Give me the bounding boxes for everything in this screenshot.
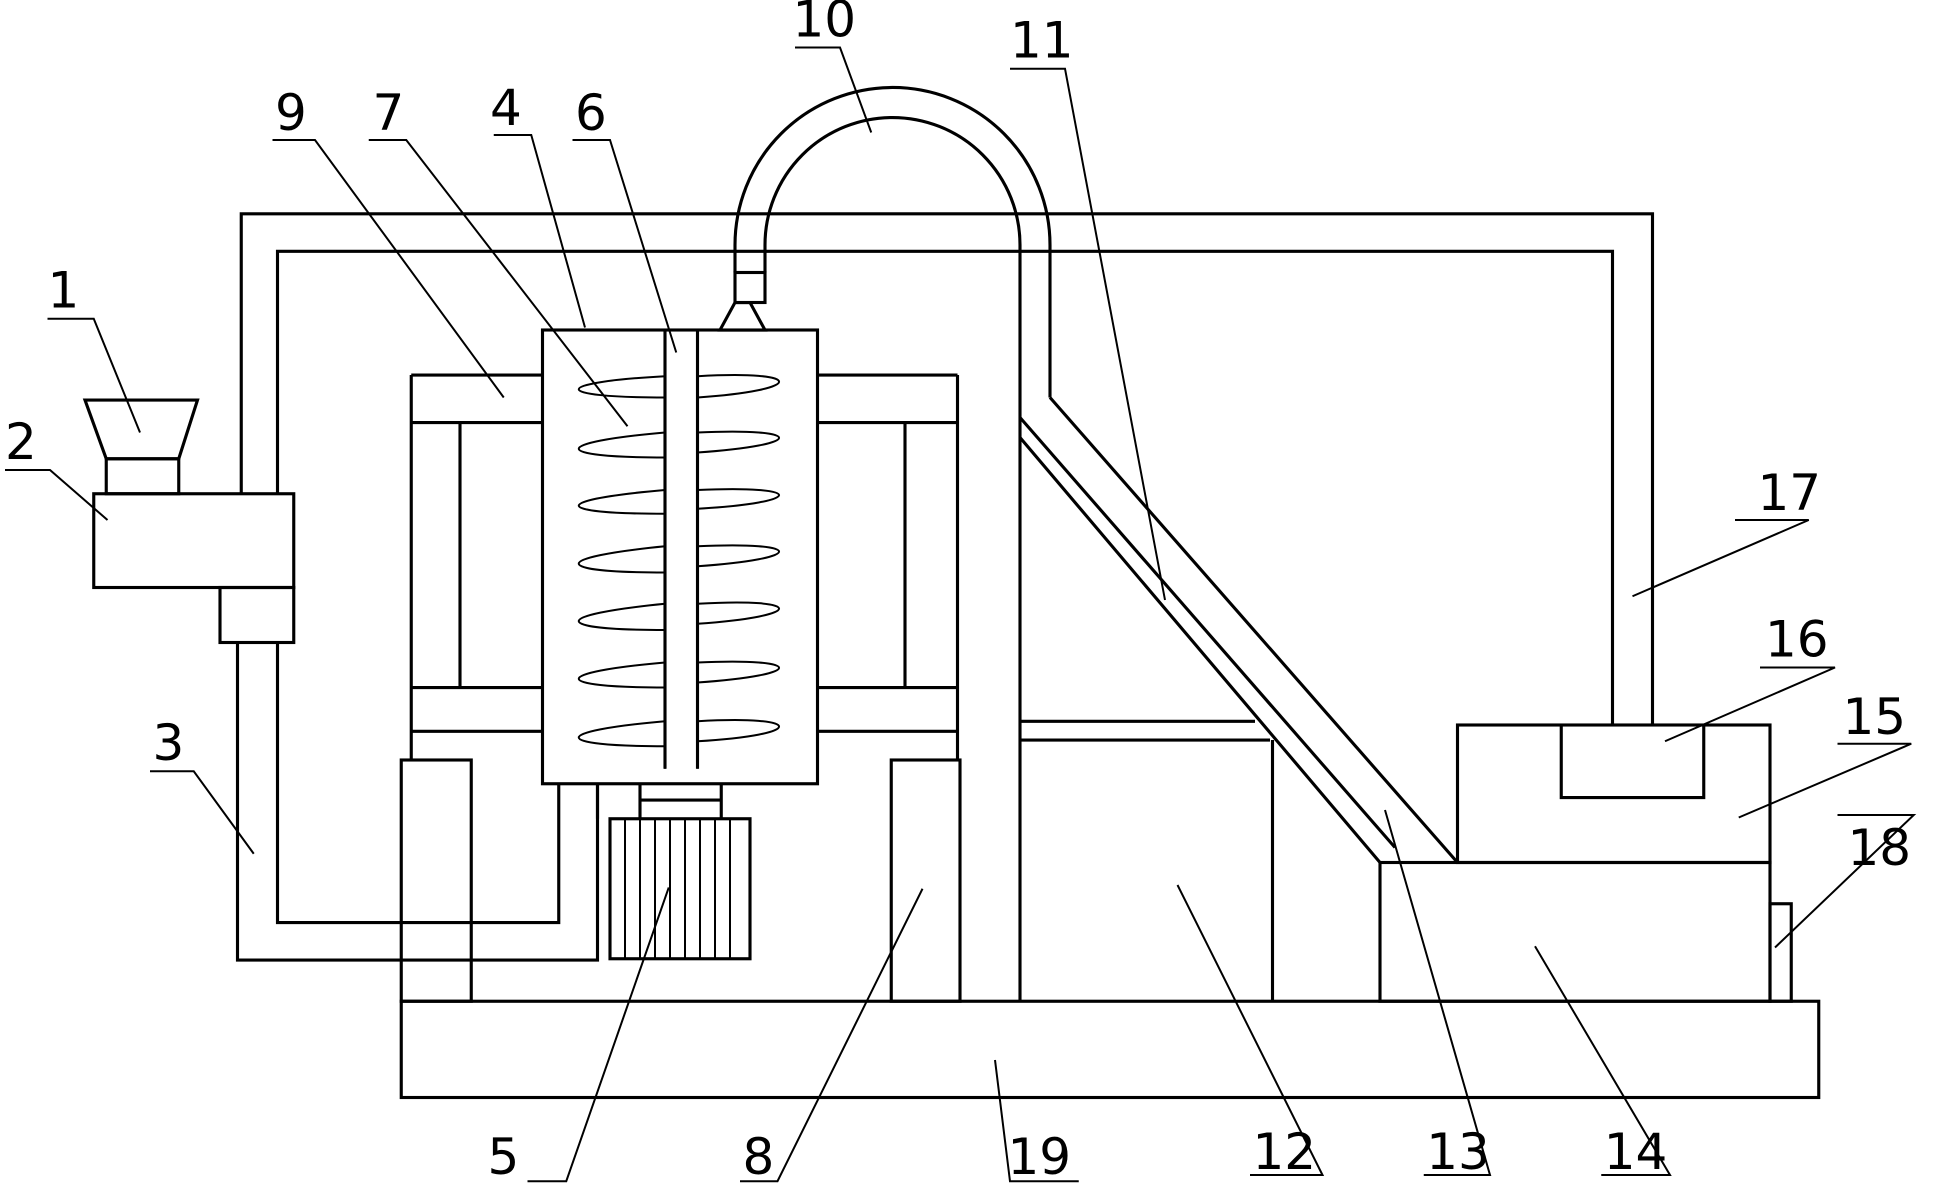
feed-hopper bbox=[82, 398, 200, 496]
motor bbox=[608, 817, 752, 961]
label-4: 4 bbox=[490, 79, 522, 137]
helical-blades bbox=[577, 352, 781, 769]
label-5: 5 bbox=[488, 1128, 520, 1186]
collection-box bbox=[1020, 719, 1275, 1002]
base-plate bbox=[399, 999, 1821, 1100]
circulation-pipe bbox=[235, 212, 1655, 962]
label-12: 12 bbox=[1253, 1123, 1317, 1181]
support-frame bbox=[409, 373, 960, 760]
label-17: 17 bbox=[1758, 464, 1822, 522]
label-11: 11 bbox=[1010, 12, 1074, 70]
label-15: 15 bbox=[1843, 688, 1907, 746]
label-8: 8 bbox=[743, 1128, 775, 1186]
label-9: 9 bbox=[275, 84, 307, 142]
label-19: 19 bbox=[1008, 1128, 1072, 1186]
label-3: 3 bbox=[153, 714, 185, 772]
curved-discharge-pipe bbox=[717, 85, 1052, 1002]
inclined-chute bbox=[1018, 396, 1459, 864]
screening-box bbox=[1378, 860, 1772, 1003]
label-18: 18 bbox=[1848, 819, 1912, 877]
label-13: 13 bbox=[1426, 1123, 1490, 1181]
support-legs bbox=[399, 758, 962, 1003]
label-2: 2 bbox=[5, 413, 37, 471]
reference-numerals: 1 2 3 4 5 6 7 8 9 10 11 12 13 14 15 16 1… bbox=[5, 0, 1911, 1186]
stirring-tank bbox=[540, 328, 820, 819]
inner-chamber bbox=[1559, 725, 1706, 800]
screw-shaft bbox=[663, 330, 700, 769]
leader-lines bbox=[5, 46, 1917, 1183]
top-box bbox=[1455, 723, 1772, 865]
side-handle bbox=[1768, 902, 1793, 1003]
label-16: 16 bbox=[1765, 610, 1829, 668]
label-1: 1 bbox=[48, 262, 80, 320]
label-10: 10 bbox=[793, 0, 857, 48]
label-6: 6 bbox=[575, 84, 607, 142]
feed-box bbox=[92, 492, 296, 645]
label-7: 7 bbox=[373, 84, 405, 142]
label-14: 14 bbox=[1604, 1123, 1668, 1181]
